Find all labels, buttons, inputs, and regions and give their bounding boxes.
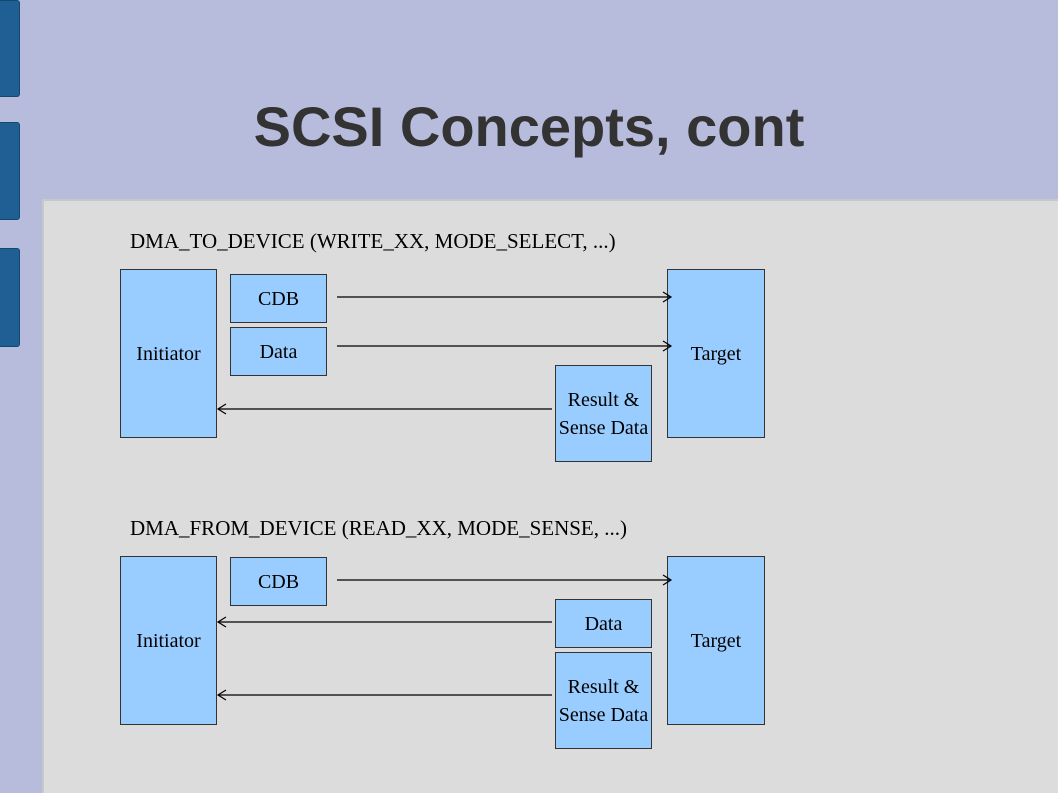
top-result-arrow [216,403,552,415]
bottom-initiator-box: Initiator [120,556,217,725]
top-target-box: Target [667,269,765,438]
bottom-result-arrow [216,689,552,701]
slide-title: SCSI Concepts, cont [253,95,805,158]
bottom-cdb-label: CDB [257,570,300,593]
bottom-initiator-label: Initiator [136,629,201,652]
bottom-cdb-box: CDB [230,557,327,606]
bottom-diagram-heading: DMA_FROM_DEVICE (READ_XX, MODE_SENSE, ..… [130,516,628,540]
bottom-target-box: Target [667,556,765,725]
top-data-arrow [337,340,673,352]
bottom-cdb-arrow [337,574,673,586]
bottom-target-label: Target [690,629,742,652]
side-tab-3 [0,248,20,347]
top-cdb-label: CDB [257,287,300,310]
top-initiator-label: Initiator [136,342,201,365]
bottom-data-label: Data [584,612,623,635]
bottom-data-box: Data [555,599,652,648]
side-tab-2 [0,122,20,220]
top-target-label: Target [690,342,742,365]
bottom-result-box: Result & Sense Data [555,652,652,749]
top-data-label: Data [259,340,298,363]
side-tab-1 [0,0,20,97]
top-cdb-box: CDB [230,274,327,323]
top-data-box: Data [230,327,327,376]
top-result-label: Result & Sense Data [558,388,649,439]
bottom-data-arrow [216,616,552,628]
top-result-box: Result & Sense Data [555,365,652,462]
top-diagram-heading: DMA_TO_DEVICE (WRITE_XX, MODE_SELECT, ..… [130,229,616,253]
bottom-result-label: Result & Sense Data [558,675,649,726]
top-cdb-arrow [337,291,673,303]
top-initiator-box: Initiator [120,269,217,438]
